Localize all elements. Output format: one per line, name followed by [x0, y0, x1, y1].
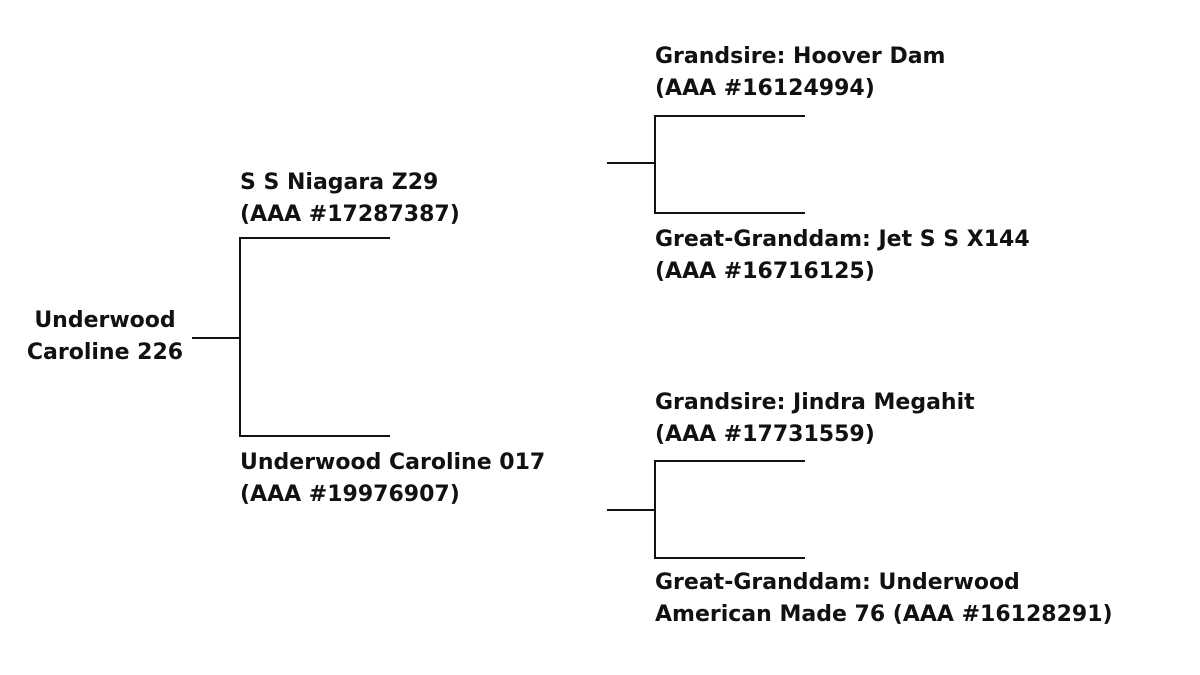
- sire-grandsire-label: Grandsire: Hoover Dam (AAA #16124994): [655, 41, 945, 105]
- dam-granddam-registration: American Made 76 (AAA #16128291): [655, 602, 1113, 627]
- subject-name-line1: Underwood: [34, 308, 176, 333]
- sire-grandsire-name: Grandsire: Hoover Dam: [655, 44, 946, 69]
- sire-branch-line: [239, 237, 390, 239]
- sire-label: S S Niagara Z29 (AAA #17287387): [240, 167, 460, 231]
- sire-grandparents-bracket-vertical: [654, 115, 656, 214]
- dam-label: Underwood Caroline 017 (AAA #19976907): [240, 447, 545, 511]
- dam-grandparents-bracket-vertical: [654, 460, 656, 559]
- subject-name: Underwood Caroline 226: [20, 305, 190, 369]
- dam-granddam-label: Great-Granddam: Underwood American Made …: [655, 567, 1113, 631]
- sire-grandparents-connector: [607, 162, 655, 164]
- sire-grandsire-branch-line: [654, 115, 805, 117]
- dam-branch-line: [239, 435, 390, 437]
- sire-granddam-name: Great-Granddam: Jet S S X144: [655, 227, 1030, 252]
- dam-grandsire-branch-line: [654, 460, 805, 462]
- subject-name-line2: Caroline 226: [26, 340, 184, 365]
- dam-grandsire-name: Grandsire: Jindra Megahit: [655, 390, 975, 415]
- sire-registration: (AAA #17287387): [240, 202, 460, 227]
- dam-granddam-branch-line: [654, 557, 805, 559]
- sire-granddam-branch-line: [654, 212, 805, 214]
- dam-name: Underwood Caroline 017: [240, 450, 546, 475]
- dam-granddam-name: Great-Granddam: Underwood: [655, 570, 1020, 595]
- subject-connector: [192, 337, 240, 339]
- subject-bracket-vertical: [239, 237, 241, 437]
- dam-registration: (AAA #19976907): [240, 482, 460, 507]
- sire-name: S S Niagara Z29: [240, 170, 439, 195]
- dam-grandparents-connector: [607, 509, 655, 511]
- sire-granddam-registration: (AAA #16716125): [655, 259, 875, 284]
- sire-granddam-label: Great-Granddam: Jet S S X144 (AAA #16716…: [655, 224, 1030, 288]
- dam-grandsire-label: Grandsire: Jindra Megahit (AAA #17731559…: [655, 387, 975, 451]
- sire-grandsire-registration: (AAA #16124994): [655, 76, 875, 101]
- dam-grandsire-registration: (AAA #17731559): [655, 422, 875, 447]
